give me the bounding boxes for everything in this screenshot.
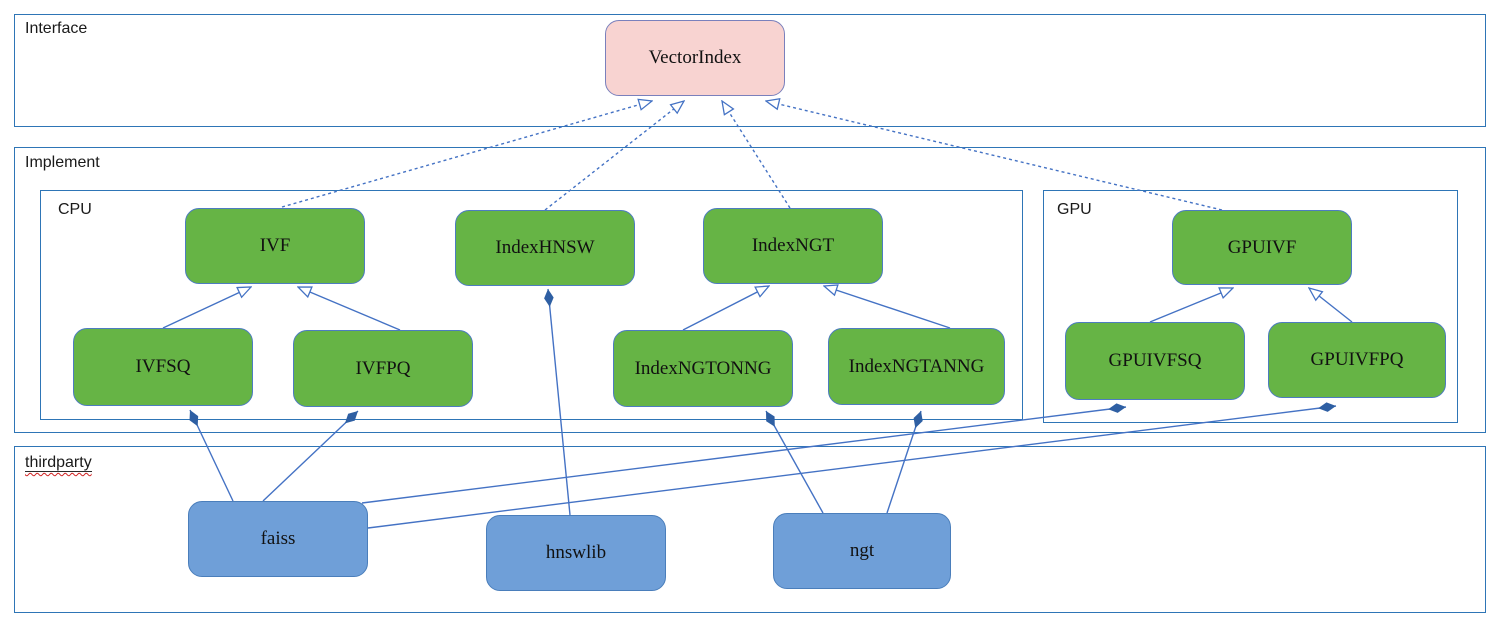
node-label-ngt: ngt <box>849 540 875 561</box>
edge-indexngtanng-indexngt[interactable] <box>824 286 951 329</box>
edge-faiss-ivfpq[interactable] <box>262 410 359 502</box>
edge-gpuivfsq-gpuivf[interactable] <box>1149 288 1233 323</box>
node-indexngtonng[interactable]: IndexNGTONNG <box>613 330 793 407</box>
node-label-hnswlib: hnswlib <box>545 542 607 563</box>
node-label-indexngtonng: IndexNGTONNG <box>634 357 772 379</box>
node-label-ivfsq: IVFSQ <box>135 356 191 377</box>
edge-ivfpq-ivf[interactable] <box>298 287 401 331</box>
node-indexngt[interactable]: IndexNGT <box>703 208 883 284</box>
node-vectorindex[interactable]: VectorIndex <box>605 20 785 96</box>
edge-indexngt-vectorindex[interactable] <box>722 101 791 209</box>
container-interface[interactable]: Interface <box>14 14 1486 127</box>
edge-indexngtonng-indexngt[interactable] <box>682 286 769 331</box>
node-label-indexngt: IndexNGT <box>751 235 835 256</box>
container-label-cpu: CPU <box>58 201 92 218</box>
node-ivfpq[interactable]: IVFPQ <box>293 330 473 407</box>
edge-ivf-vectorindex[interactable] <box>281 101 652 208</box>
container-gpu[interactable]: GPU <box>1043 190 1458 423</box>
node-faiss[interactable]: faiss <box>188 501 368 577</box>
container-label-thirdparty: thirdparty <box>25 454 92 472</box>
container-label-gpu: GPU <box>1057 201 1092 218</box>
container-label-implement: Implement <box>25 154 100 171</box>
edge-indexhnsw-vectorindex[interactable] <box>544 101 684 211</box>
node-gpuivfsq[interactable]: GPUIVFSQ <box>1065 322 1245 400</box>
edge-ngt-indexngtanng[interactable] <box>886 410 923 514</box>
node-label-ivfpq: IVFPQ <box>355 357 411 379</box>
edge-gpuivfpq-gpuivf[interactable] <box>1309 288 1353 323</box>
container-cpu[interactable]: CPU <box>40 190 1023 420</box>
node-label-faiss: faiss <box>260 528 296 549</box>
node-indexngtanng[interactable]: IndexNGTANNG <box>828 328 1005 405</box>
node-gpuivfpq[interactable]: GPUIVFPQ <box>1268 322 1446 398</box>
container-implement[interactable]: Implement <box>14 147 1486 433</box>
node-ivfsq[interactable]: IVFSQ <box>73 328 253 406</box>
node-label-indexhnsw: IndexHNSW <box>495 237 595 258</box>
node-label-ivf: IVF <box>259 235 291 256</box>
node-label-gpuivfpq: GPUIVFPQ <box>1310 349 1404 370</box>
container-label-interface: Interface <box>25 20 88 37</box>
node-ngt[interactable]: ngt <box>773 513 951 589</box>
edge-gpuivf-vectorindex[interactable] <box>766 101 1223 211</box>
edge-faiss-ivfsq[interactable] <box>189 409 234 502</box>
container-thirdparty[interactable]: thirdparty <box>14 446 1486 613</box>
edge-ivfsq-ivf[interactable] <box>162 287 251 329</box>
node-label-indexngtanng: IndexNGTANNG <box>848 355 985 377</box>
edge-faiss-gpuivfsq[interactable] <box>361 403 1127 504</box>
node-label-vectorindex: VectorIndex <box>648 47 742 68</box>
edge-hnswlib-indexhnsw[interactable] <box>544 288 571 516</box>
node-ivf[interactable]: IVF <box>185 208 365 284</box>
edge-ngt-indexngtonng[interactable] <box>765 410 824 514</box>
node-indexhnsw[interactable]: IndexHNSW <box>455 210 635 286</box>
node-gpuivf[interactable]: GPUIVF <box>1172 210 1352 285</box>
node-hnswlib[interactable]: hnswlib <box>486 515 666 591</box>
node-label-gpuivf: GPUIVF <box>1227 236 1297 258</box>
node-label-gpuivfsq: GPUIVFSQ <box>1108 350 1202 371</box>
edge-faiss-gpuivfpq[interactable] <box>367 402 1337 529</box>
